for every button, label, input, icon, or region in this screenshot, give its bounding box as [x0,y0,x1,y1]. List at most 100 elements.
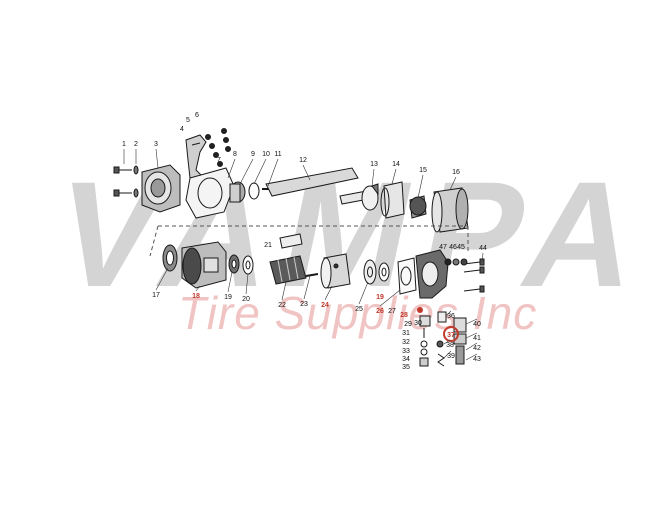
part-17-seal [162,244,178,272]
part-15-anvil [409,195,427,219]
part-10-ring [248,182,260,200]
part-13-clamp-ring [361,183,379,211]
part-label-24: 24 [321,302,329,309]
part-24-cylinder [320,253,351,289]
part-label-2: 2 [134,141,138,148]
part-20-bearing [242,255,254,275]
part-label-41: 41 [473,335,481,342]
part-36-43-valve-stack [436,311,467,367]
part-label-12: 12 [299,157,307,164]
leader-line-44 [481,252,484,263]
part-label-27: 27 [388,308,396,315]
part-1-bolt [113,166,132,197]
leader-line-23 [303,275,311,300]
part-44-bolts [463,258,485,293]
part-label-25: 25 [355,306,363,313]
part-27-handle-valve [415,249,449,299]
leader-line-14 [391,168,397,185]
part-label-40: 40 [473,321,481,328]
part-25-end-plate [363,259,377,285]
leader-line-13 [371,168,375,187]
leader-line-26 [379,289,401,307]
part-3-rear-cover [141,164,181,213]
part-label-42: 42 [473,345,481,352]
part-19-bearing [378,262,390,282]
part-label-23: 23 [300,301,308,308]
part-26-gasket [397,257,417,295]
leader-line-22 [281,281,287,301]
part-12-main-shaft [265,167,375,205]
assembly-outline [149,225,469,257]
part-8-gasket [185,167,235,219]
leader-line-40 [465,318,478,325]
part-label-11: 11 [274,151,281,158]
part-label-10: 10 [262,151,270,158]
part-4-side-handle [185,134,207,187]
part-16-drum [431,187,469,233]
part-label-19a: 19 [224,294,232,301]
part-2-washer [133,165,139,198]
part-label-47: 47 [439,244,447,251]
part-label-32: 32 [402,339,410,346]
part-label-9: 9 [251,151,255,158]
leader-line-8 [227,158,236,179]
part-label-34: 34 [402,356,410,363]
leader-line-17 [155,267,169,291]
highlight-circle [443,326,459,342]
part-label-14: 14 [392,161,400,168]
part-label-20: 20 [242,296,250,303]
leader-line-19a [227,271,233,293]
part-label-17: 17 [152,292,160,299]
leader-line-25 [358,281,369,305]
part-9-bushing [229,181,246,203]
leader-line-15 [417,174,424,199]
leader-line-43 [465,353,478,361]
part-label-31: 31 [402,330,410,337]
part-21-vane [279,233,303,249]
part-label-38: 38 [446,342,454,349]
part-label-36: 36 [447,313,455,320]
leader-line-24 [324,285,333,301]
leader-line-9 [239,158,254,185]
leader-line-41 [465,332,478,339]
part-label-22: 22 [278,302,286,309]
part-label-26: 26 [376,308,384,315]
part-label-44: 44 [479,245,487,252]
part-label-8: 8 [233,151,237,158]
leader-line-38 [443,339,451,345]
part-label-1: 1 [122,141,126,148]
part-label-43: 43 [473,356,481,363]
part-19-washer [228,254,240,274]
part-label-28: 28 [400,312,408,319]
part-label-29: 29 [404,321,412,328]
leader-line-36 [445,310,452,317]
part-label-4: 4 [180,126,184,133]
leader-line-42 [465,342,478,351]
leader-line-10 [253,158,267,185]
part-label-33: 33 [402,348,410,355]
leader-line-3 [155,148,159,169]
leader-line-12 [302,164,311,181]
leader-line-39 [443,350,452,359]
part-label-7: 7 [217,157,221,164]
part-28-35-valve-stack [417,307,431,367]
part-label-19b: 19 [376,294,384,301]
part-18-motor-housing [181,241,227,289]
part-label-18: 18 [192,293,200,300]
part-5-6-7-screws [205,128,231,167]
leader-line-16 [449,176,457,191]
part-22-rotor [269,255,307,285]
part-label-6: 6 [195,112,199,119]
part-label-46: 46 [449,244,457,251]
leader-line-18 [195,285,201,292]
part-label-37: 37 [447,332,455,339]
part-label-3: 3 [154,141,158,148]
part-label-39: 39 [447,353,455,360]
leader-line-20 [245,273,249,295]
part-23-pin [305,273,319,277]
part-label-16: 16 [452,169,460,176]
part-label-30: 30 [414,320,422,327]
part-label-13: 13 [370,161,378,168]
